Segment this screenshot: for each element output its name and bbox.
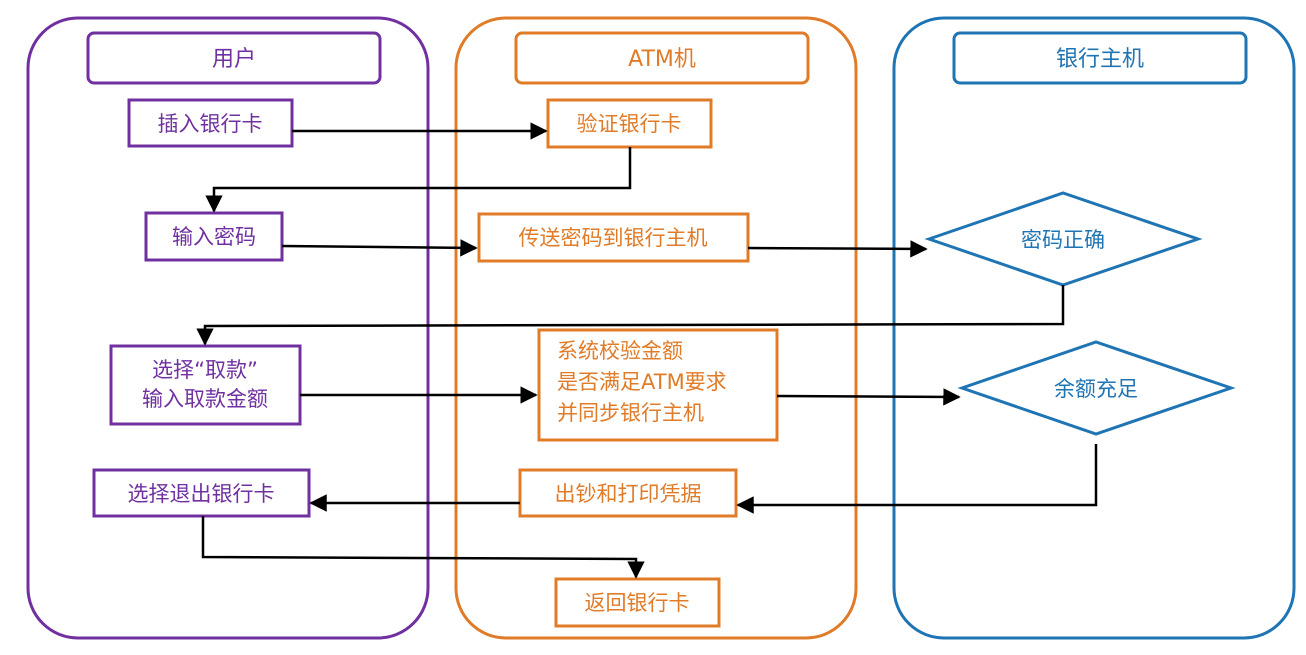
node-select-withdraw-label-2: 输入取款金额 (142, 387, 268, 411)
node-send-password: 传送密码到银行主机 (477, 212, 750, 263)
node-password-correct: 密码正确 (924, 191, 1203, 287)
connector-check-amount-to-balance (776, 388, 961, 406)
node-insert-card: 插入银行卡 (127, 98, 294, 148)
node-select-exit-card: 选择退出银行卡 (92, 468, 311, 518)
lane-user-frame (26, 16, 430, 640)
node-insert-card-label: 插入银行卡 (158, 112, 263, 136)
node-insert-card-box (127, 98, 294, 148)
lane-bank: 银行主机 (892, 16, 1296, 640)
lane-bank-title: 银行主机 (1056, 47, 1144, 72)
node-check-amount-label-2: 是否满足ATM要求 (557, 370, 727, 394)
node-enter-password-label: 输入密码 (172, 225, 256, 249)
node-enter-password: 输入密码 (144, 211, 284, 262)
node-select-withdraw-box (109, 344, 302, 426)
node-check-amount: 系统校验金额 是否满足ATM要求 并同步银行主机 (537, 328, 779, 442)
node-select-exit-card-box (92, 468, 311, 518)
node-select-withdraw: 选择“取款” 输入取款金额 (109, 344, 302, 426)
node-check-amount-label-1: 系统校验金额 (557, 339, 683, 363)
node-send-password-box (477, 212, 750, 263)
node-balance-sufficient-diamond (957, 340, 1236, 436)
node-dispense-print-box (518, 468, 738, 518)
connector-select-exit-to-return-card (201, 516, 645, 579)
node-return-card: 返回银行卡 (554, 577, 721, 628)
node-select-exit-card-label: 选择退出银行卡 (128, 482, 275, 506)
connector-password-correct-to-withdraw (196, 285, 1065, 346)
node-send-password-label: 传送密码到银行主机 (519, 226, 708, 250)
lane-bank-frame (892, 16, 1296, 640)
connector-verify-to-enter-password (205, 147, 632, 213)
lane-user-title: 用户 (212, 47, 256, 72)
connector-send-to-password-correct (747, 240, 928, 258)
lane-bank-header (952, 31, 1248, 85)
node-check-amount-box (537, 328, 779, 442)
node-dispense-print-label: 出钞和打印凭据 (555, 482, 702, 506)
lane-atm-frame (454, 16, 858, 640)
lane-atm-header (514, 31, 810, 85)
connectors (196, 122, 1098, 579)
node-select-withdraw-label-1: 选择“取款” (152, 358, 258, 382)
node-balance-sufficient: 余额充足 (957, 340, 1236, 436)
node-verify-card-box (546, 98, 713, 149)
node-return-card-label: 返回银行卡 (585, 591, 690, 615)
node-verify-card-label: 验证银行卡 (577, 112, 682, 136)
node-password-correct-diamond (924, 191, 1203, 287)
node-return-card-box (554, 577, 721, 628)
node-verify-card: 验证银行卡 (546, 98, 713, 149)
node-enter-password-box (144, 211, 284, 262)
lane-user: 用户 (26, 16, 430, 640)
node-balance-sufficient-label: 余额充足 (1054, 377, 1138, 401)
lane-atm-title: ATM机 (628, 47, 696, 72)
connector-balance-to-dispense (736, 444, 1098, 514)
node-dispense-print: 出钞和打印凭据 (518, 468, 738, 518)
lane-atm: ATM机 (454, 16, 858, 640)
node-password-correct-label: 密码正确 (1021, 228, 1105, 252)
node-check-amount-label-3: 并同步银行主机 (557, 401, 704, 425)
lane-user-header (86, 31, 382, 85)
connector-enter-password-to-send (281, 239, 478, 257)
